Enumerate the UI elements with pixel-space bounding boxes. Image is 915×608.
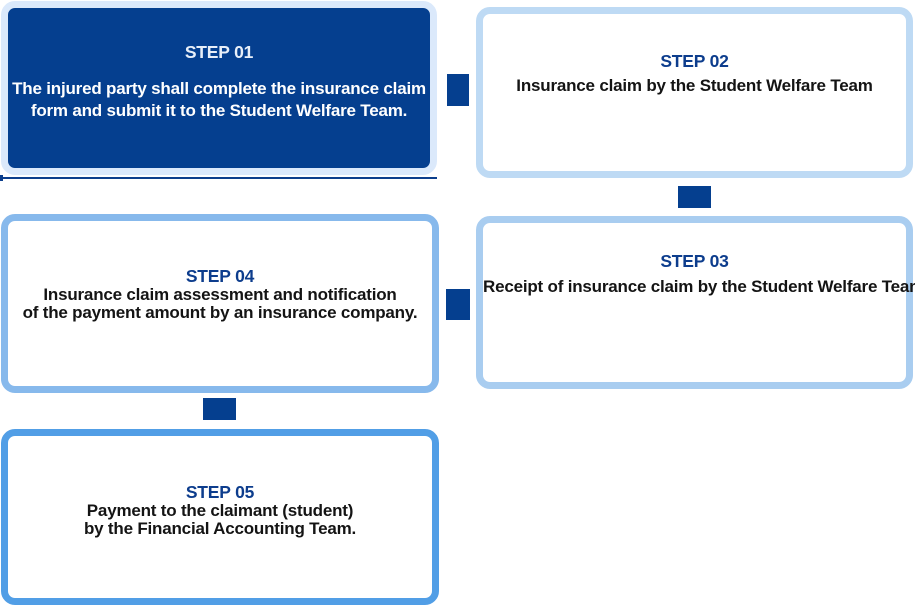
connector-step3-step4 [446,289,470,320]
step-05-line-1: Payment to the claimant (student) [86,501,354,520]
connector-step4-step5 [203,398,236,420]
step-05-label: STEP 05 [185,482,255,502]
step-02-description: Insurance claim by the Student Welfare T… [483,76,906,96]
step-card-05: STEP 05 Payment to the claimant (student… [1,429,439,605]
step-03-label: STEP 03 [660,251,729,271]
step-01-label: STEP 01 [184,42,254,62]
step-card-04: STEP 04 Insurance claim assessment and n… [1,214,439,393]
step-01-line-2: form and submit it to the Student Welfar… [30,101,408,120]
connector-step2-step3 [678,186,711,208]
step-05-line-2: by the Financial Accounting Team. [83,518,357,538]
step-01-description: The injured party shall complete the ins… [8,78,430,122]
step-02-label: STEP 02 [660,51,729,71]
step-04-line-1: Insurance claim assessment and notificat… [43,285,397,304]
step-01-underline-cap [0,175,3,181]
step-02-line-1: Insurance claim by the Student Welfare T… [516,76,873,95]
step-01-underline [0,177,437,179]
step-card-01: STEP 01 The injured party shall complete… [1,1,437,175]
step-04-description: Insurance claim assessment and notificat… [8,286,432,321]
step-card-02: STEP 02 Insurance claim by the Student W… [476,7,913,178]
step-04-label: STEP 04 [185,266,255,286]
step-03-line-1: Receipt of insurance claim by the Studen… [483,277,915,296]
connector-step1-step2 [447,74,469,106]
step-card-03: STEP 03 Receipt of insurance claim by th… [476,216,915,389]
step-03-description: Receipt of insurance claim by the Studen… [483,277,915,297]
step-04-line-2: of the payment amount by an insurance co… [22,302,418,322]
step-05-description: Payment to the claimant (student) by the… [8,502,432,537]
step-01-line-1: The injured party shall complete the ins… [12,79,426,98]
